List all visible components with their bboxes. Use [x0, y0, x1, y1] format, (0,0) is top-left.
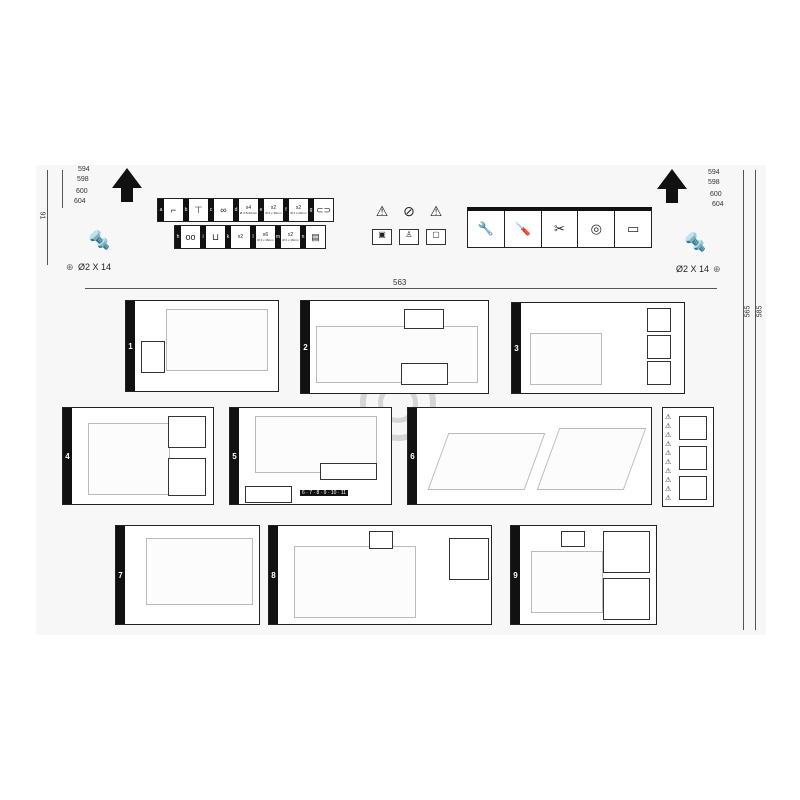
scissors-icon: ✂ — [542, 211, 579, 247]
up-arrow-icon — [657, 169, 687, 203]
step-3: 3 — [511, 302, 685, 394]
step-number: 9 — [511, 526, 520, 624]
qty: x2 — [295, 205, 302, 211]
part-label: g — [309, 207, 313, 213]
height-565-line — [743, 170, 744, 630]
width-598-right: 598 — [708, 179, 720, 186]
part-label: n — [301, 234, 305, 240]
qty: x4 — [245, 205, 252, 211]
step-7: 7 — [115, 525, 260, 625]
part-label: m — [275, 234, 281, 240]
level-icon: ▭ — [626, 221, 640, 236]
width-594: 594 — [78, 166, 90, 173]
part-cup: x2 — [231, 226, 250, 248]
step-number: 1 — [126, 301, 135, 391]
drill-spec-left: Ø2 X 14 — [78, 262, 112, 272]
part-template-sheet: ▤ — [306, 226, 325, 248]
width-guide — [62, 170, 63, 208]
step-number: 2 — [301, 301, 310, 393]
step-1: 1 — [125, 300, 279, 392]
part-label: e — [259, 207, 263, 213]
part-label: a — [159, 207, 163, 213]
size: Ø 3.5x16mm — [239, 211, 258, 215]
height-585: 585 — [756, 305, 764, 318]
warning-icon: ⚠ — [429, 203, 443, 219]
crosshair-icon: ⊕ — [713, 264, 721, 274]
warning-box: ♙ — [399, 229, 419, 245]
step-2: 2 — [300, 300, 489, 394]
part-label: k — [226, 234, 230, 240]
width-604: 604 — [74, 198, 86, 205]
step-number: 4 — [63, 408, 72, 504]
qty: x6 — [262, 232, 269, 238]
part-label: h — [176, 234, 180, 240]
part-fittings: ⊔ — [206, 226, 225, 248]
part-caps: oo — [181, 226, 200, 248]
size: Ø 4 x 30mm — [265, 211, 282, 215]
size: Ø 4 x 20mm — [290, 211, 307, 215]
up-arrow-icon — [112, 168, 142, 202]
warning-icon-column: ⚠⚠⚠⚠⚠⚠⚠⚠⚠⚠ — [665, 414, 672, 502]
step-4: 4 — [62, 407, 214, 505]
warning-icon: ⚠ — [375, 203, 389, 219]
qty: x2 — [237, 234, 244, 240]
part-label: d — [234, 207, 238, 213]
qty: x2 — [270, 205, 277, 211]
step-9: 9 — [510, 525, 657, 625]
span-dimension-line — [85, 288, 717, 289]
no-entry-icon: ⊘ — [403, 203, 415, 219]
width-600: 600 — [76, 188, 88, 195]
screwdriver-icon: 🪛 — [505, 211, 542, 247]
step-5: 5 6 · 7 · 8 · 9 · 10 · 11 — [229, 407, 392, 505]
height-565: 565 — [744, 305, 752, 318]
warning-box: ▣ — [372, 229, 392, 245]
part-label: b — [184, 207, 188, 213]
part-hinge-bracket: ⌐ — [164, 199, 183, 221]
width-604-right: 604 — [712, 201, 724, 208]
step-number: 8 — [269, 526, 278, 624]
drill-spec-right: Ø2 X 14 — [676, 264, 710, 274]
part-label: c — [209, 207, 213, 213]
size: Ø 4 x 16mm — [257, 238, 274, 242]
wrench-icon: 🔧 — [468, 211, 505, 247]
part-bracket: ⊤ — [189, 199, 208, 221]
height-label: 91 — [38, 211, 46, 220]
warning-box: ▢ — [426, 229, 446, 245]
step-number: 6 — [408, 408, 417, 504]
tape-icon: ◎ — [578, 211, 616, 247]
width-600-right: 600 — [710, 191, 722, 198]
drill-icon: 🔩 — [88, 230, 111, 250]
drill-icon: 🔩 — [684, 232, 707, 252]
span-label: 563 — [393, 278, 407, 287]
step-number: 5 — [230, 408, 239, 504]
step-6-side-panel: ⚠⚠⚠⚠⚠⚠⚠⚠⚠⚠ — [662, 407, 714, 507]
height-dimension-line — [47, 170, 48, 265]
part-clip: ∞ — [214, 199, 233, 221]
step-sequence: 6 · 7 · 8 · 9 · 10 · 11 — [300, 490, 349, 496]
width-594-right: 594 — [708, 169, 720, 176]
tools-panel: 🔧 🪛 ✂ ◎ ▭ — [467, 207, 652, 248]
part-strip: ⊂⊃ — [314, 199, 333, 221]
qty: x2 — [287, 232, 294, 238]
part-label: i — [202, 234, 204, 240]
step-8: 8 — [268, 525, 492, 625]
step-6: 6 — [407, 407, 652, 505]
step-number: 7 — [116, 526, 125, 624]
part-label: l — [252, 234, 254, 240]
height-585-line — [755, 170, 756, 630]
step-number: 3 — [512, 303, 521, 393]
part-label: f — [285, 207, 287, 213]
crosshair-icon: ⊕ — [66, 262, 74, 272]
size: Ø 4 x 16mm — [282, 238, 299, 242]
width-598: 598 — [77, 176, 89, 183]
